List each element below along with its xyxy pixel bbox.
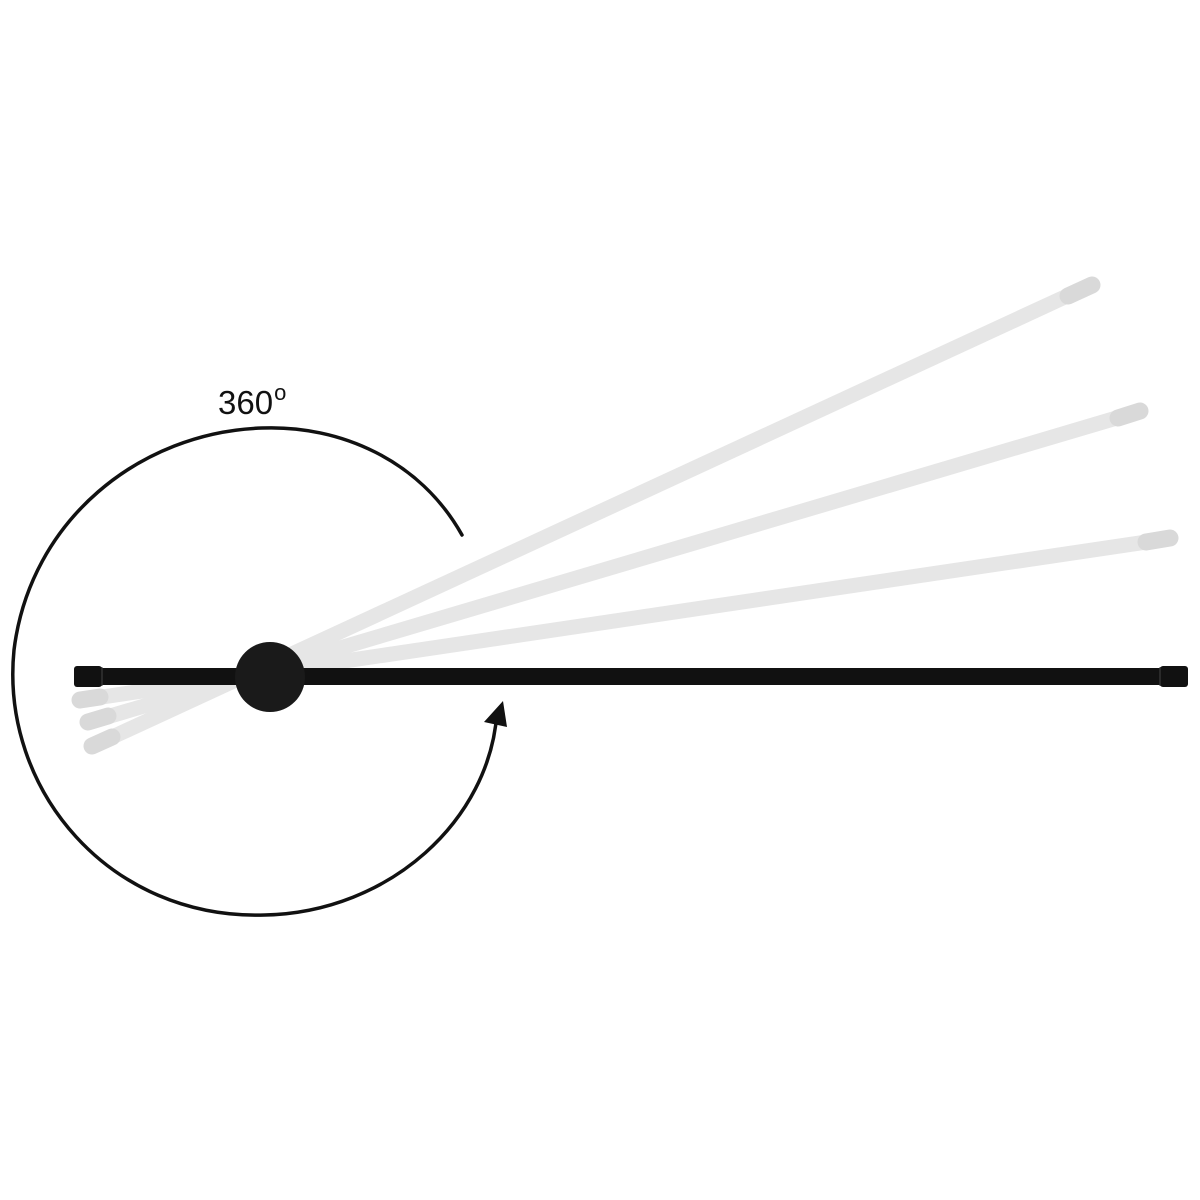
- pivot-hub: [235, 642, 305, 712]
- ghost-rod-2-cap-left: [79, 707, 117, 731]
- ghost-rod-1-cap-left: [83, 728, 121, 755]
- main-rod-cap-left: [74, 666, 102, 687]
- ghost-rod-3-cap-right: [1137, 529, 1179, 551]
- main-rod-shaft: [80, 668, 1180, 685]
- ghost-rod-1-cap-right: [1059, 276, 1101, 305]
- rotation-arrowhead: [484, 701, 507, 727]
- ghost-rod-2-cap-right: [1109, 402, 1149, 427]
- rotation-angle-label: 360o: [218, 382, 286, 421]
- main-rod: [74, 666, 1188, 687]
- rotation-arrow: [11, 426, 507, 917]
- degree-symbol: o: [274, 380, 287, 405]
- rotation-arc: [11, 426, 499, 917]
- ghost-rod-3-cap-left: [71, 688, 109, 709]
- main-rod-cap-right: [1160, 666, 1188, 687]
- rotation-angle-value: 360: [218, 384, 274, 421]
